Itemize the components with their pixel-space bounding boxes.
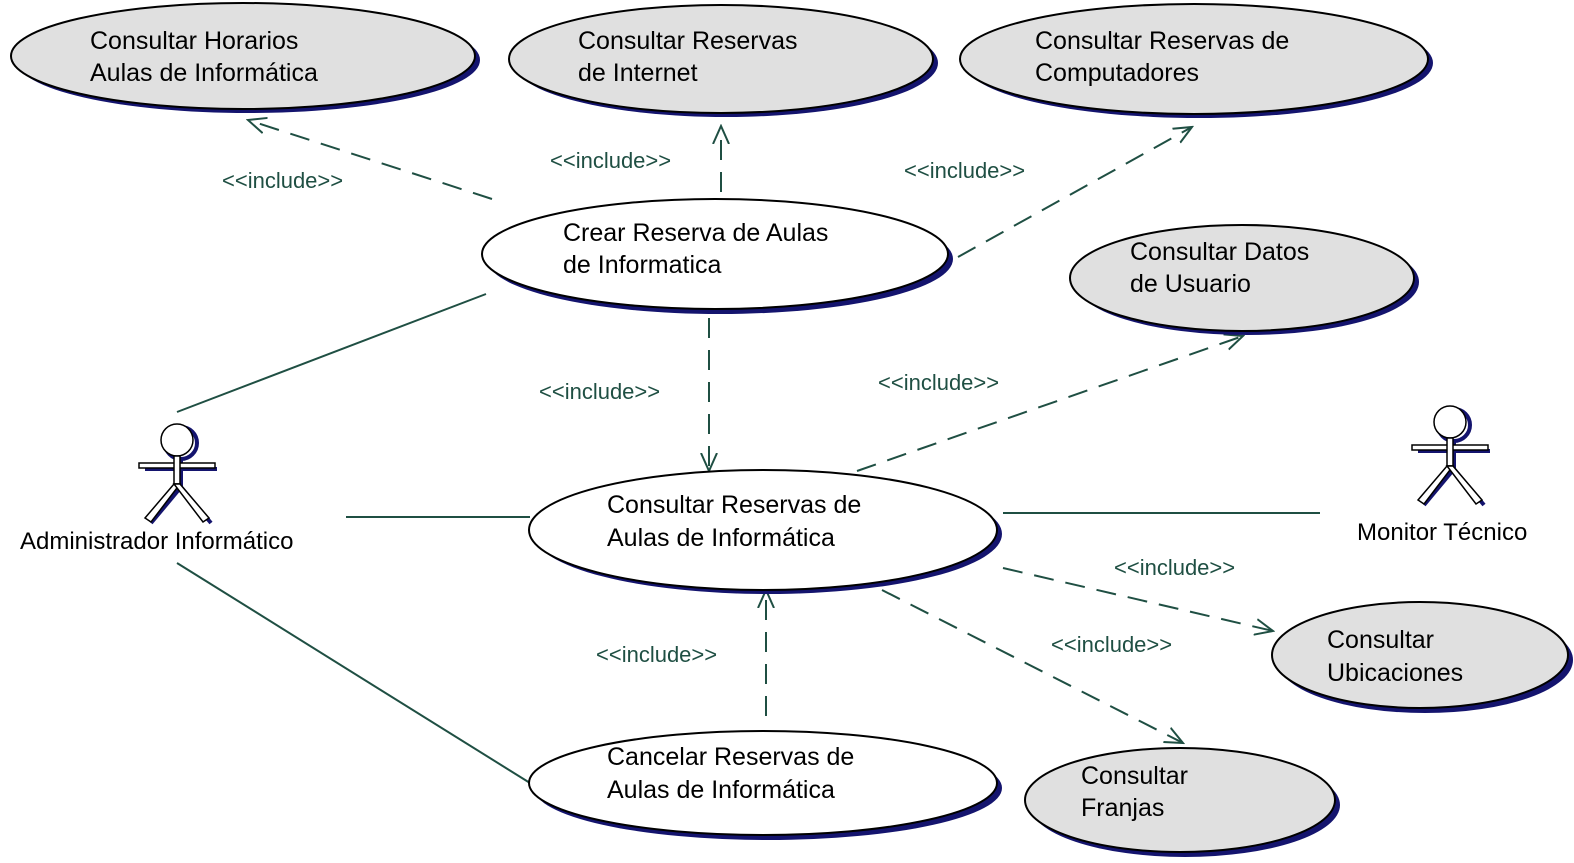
use-case-consultar-ubicaciones[interactable]: Consultar Ubicaciones xyxy=(1271,601,1573,713)
use-case-consultar-reservas-computadores[interactable]: Consultar Reservas de Computadores xyxy=(959,3,1433,118)
use-case-label: Ubicaciones xyxy=(1327,659,1463,687)
assoc-admin-cancelar xyxy=(176,562,531,784)
use-case-label: Consultar Reservas de xyxy=(1035,27,1289,55)
use-case-label: de Internet xyxy=(578,59,698,87)
use-case-label: de Usuario xyxy=(1130,270,1251,298)
include-label-horarios: <<include>> xyxy=(222,168,343,193)
actor-label: Monitor Técnico xyxy=(1357,519,1527,546)
include-label-cancelar: <<include>> xyxy=(596,642,717,667)
include-crear-computadores xyxy=(957,127,1192,258)
include-consultar-ubicaciones xyxy=(1002,567,1273,631)
include-label-franjas: <<include>> xyxy=(1051,632,1172,657)
use-case-consultar-reservas-internet[interactable]: Consultar Reservas de Internet xyxy=(508,4,938,117)
actor-label: Administrador Informático xyxy=(20,528,293,555)
use-case-label: Consultar xyxy=(1081,762,1188,790)
include-label-datos: <<include>> xyxy=(878,370,999,395)
use-case-label: Aulas de Informática xyxy=(607,524,835,552)
include-consultar-franjas xyxy=(881,589,1183,743)
include-labels: <<include>> <<include>> <<include>> <<in… xyxy=(222,148,1235,667)
assoc-admin-crear xyxy=(176,293,487,413)
include-label-computadores: <<include>> xyxy=(904,158,1025,183)
use-case-label: Consultar Datos xyxy=(1130,238,1309,266)
include-label-internet: <<include>> xyxy=(550,148,671,173)
use-case-consultar-franjas[interactable]: Consultar Franjas xyxy=(1024,747,1340,857)
include-label-consultar: <<include>> xyxy=(539,379,660,404)
actor-icon xyxy=(138,423,217,525)
use-case-label: Aulas de Informática xyxy=(90,59,318,87)
use-case-label: Consultar xyxy=(1327,626,1434,654)
use-case-label: Consultar Reservas xyxy=(578,27,798,55)
include-crear-horarios xyxy=(248,120,493,200)
use-case-label: Consultar Horarios xyxy=(90,27,298,55)
associations xyxy=(176,293,1320,784)
use-case-consultar-horarios[interactable]: Consultar Horarios Aulas de Informática xyxy=(10,2,480,113)
use-case-label: Cancelar Reservas de xyxy=(607,743,854,771)
actor-administrador[interactable]: Administrador Informático xyxy=(20,423,293,555)
use-case-label: Crear Reserva de Aulas xyxy=(563,219,828,247)
use-case-consultar-datos-usuario[interactable]: Consultar Datos de Usuario xyxy=(1069,224,1419,335)
use-case-cancelar-reservas[interactable]: Cancelar Reservas de Aulas de Informátic… xyxy=(528,730,1002,840)
use-case-label: Franjas xyxy=(1081,794,1164,822)
actor-icon xyxy=(1411,405,1490,507)
include-label-ubicaciones: <<include>> xyxy=(1114,555,1235,580)
actor-monitor[interactable]: Monitor Técnico xyxy=(1357,405,1527,546)
use-case-label: Computadores xyxy=(1035,59,1199,87)
use-case-label: Aulas de Informática xyxy=(607,776,835,804)
use-case-label: Consultar Reservas de xyxy=(607,491,861,519)
include-dependencies xyxy=(248,120,1273,743)
use-case-crear-reserva[interactable]: Crear Reserva de Aulas de Informatica xyxy=(481,198,953,314)
use-case-label: de Informatica xyxy=(563,251,722,279)
use-case-consultar-reservas-aulas[interactable]: Consultar Reservas de Aulas de Informáti… xyxy=(528,469,1002,594)
include-consultar-datos xyxy=(856,336,1243,472)
